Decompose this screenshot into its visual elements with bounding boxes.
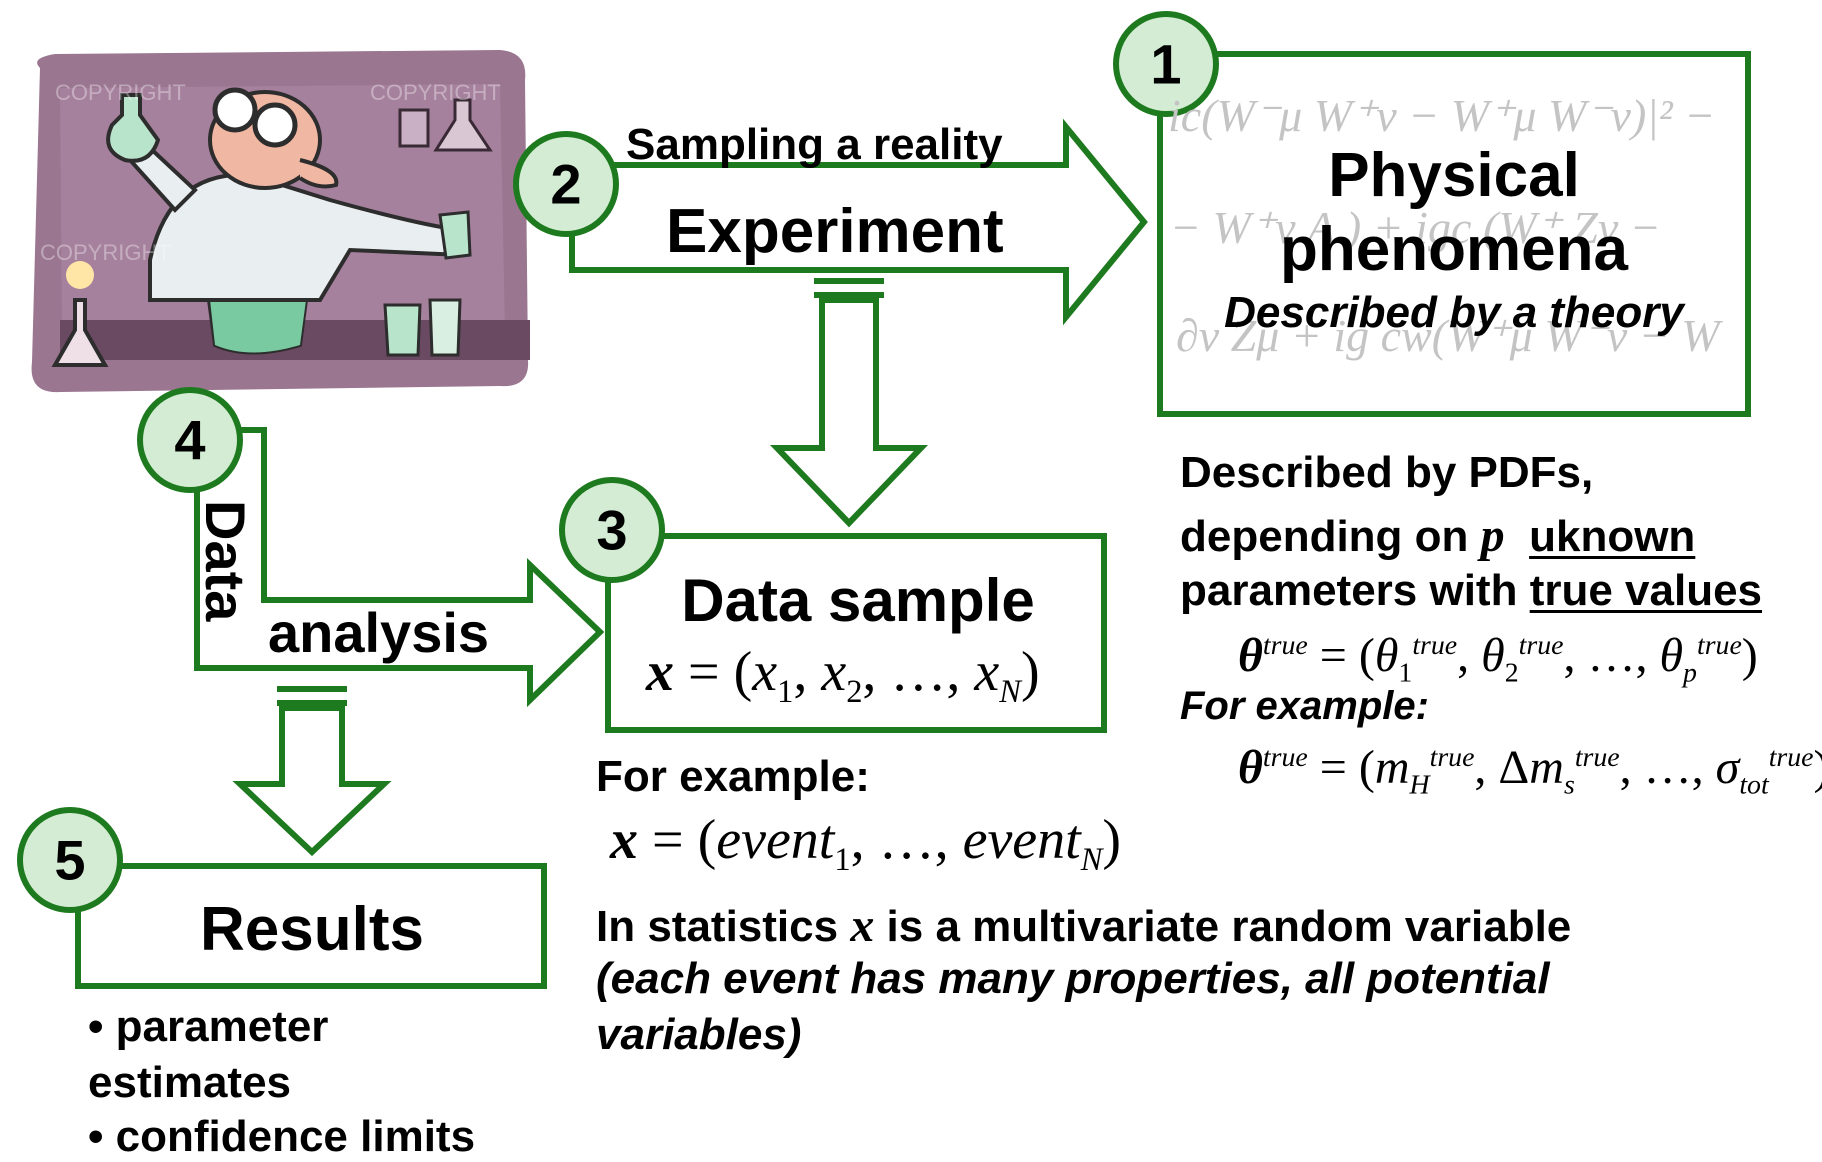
down-arrow-analysis (232, 705, 392, 857)
results-box (75, 863, 547, 989)
statistics-line-1-end: is a multivariate random variable (874, 902, 1572, 951)
down-arrow2-cap-bottom (277, 700, 347, 706)
statistics-line-1: In statistics x is a multivariate random… (596, 898, 1571, 953)
background-lagrangian-line-2: − W⁺ν A ) + igc (W⁺ Zν − (1170, 202, 1661, 253)
experiment-arrow (569, 118, 1148, 326)
phenomena-title-line-2: phenomena (1280, 215, 1628, 284)
step-5-number: 5 (54, 828, 86, 892)
theta-true-formula: θtrue = (θ1true, θ2true, …, θptrue) (1238, 629, 1758, 689)
analysis-label: analysis (268, 601, 490, 664)
watermark-text-2: COPYRIGHT (370, 80, 501, 105)
x-symbol: x (850, 899, 875, 952)
theta-example-formula: θtrue = (mHtrue, Δmstrue, …, σtottrue) (1238, 741, 1822, 801)
step-3-number: 3 (596, 498, 628, 562)
data-vertical-label: Data (194, 500, 257, 622)
watermark-text-1: COPYRIGHT (55, 80, 186, 105)
pdf-line-1: Described by PDFs, (1180, 448, 1594, 497)
step-4-circle (137, 387, 243, 493)
pdf-example-label: For example: (1180, 684, 1429, 728)
scientist-lab-illustration-icon: COPYRIGHT COPYRIGHT COPYRIGHT (31, 50, 530, 393)
phenomena-title-line-1: Physical (1328, 141, 1580, 210)
pdf-line-2: depending on p uknown (1180, 508, 1695, 563)
statistics-line-2: (each event has many properties, all pot… (596, 954, 1550, 1003)
watermark-text-3: COPYRIGHT (40, 240, 171, 265)
data-sample-box (605, 533, 1107, 733)
results-bullet-1-line-1: • parameter (88, 1002, 329, 1051)
down-arrow-cap-bottom (814, 292, 884, 298)
example-label: For example: (596, 752, 870, 801)
down-arrow-cap-top (814, 278, 884, 284)
phenomena-box (1157, 51, 1751, 417)
example-formula: x = (event1, …, eventN) (610, 809, 1122, 879)
step-2-number: 2 (550, 152, 582, 216)
down-arrow-experiment (769, 297, 929, 528)
pdf-line-3: parameters with true values (1180, 566, 1762, 616)
background-lagrangian-line-1: ic(W⁻μ W⁺ν − W⁺μ W⁻ν)|² − (1168, 90, 1716, 141)
step-2-circle (513, 131, 619, 237)
p-symbol: p (1480, 509, 1505, 562)
statistics-line-1-start: In statistics (596, 902, 851, 951)
step-1-circle (1113, 11, 1219, 117)
experiment-label: Experiment (666, 197, 1004, 266)
phenomena-subtitle: Described by a theory (1224, 288, 1684, 337)
step-1-number: 1 (1150, 32, 1182, 96)
data-sample-formula: x = (x1, x2, …, xN) (646, 641, 1040, 711)
results-bullet-1-line-2: estimates (88, 1058, 292, 1107)
true-values-underlined: true values (1529, 566, 1763, 615)
background-lagrangian-line-3: ∂ν Zμ + ig cw(W⁺μ W⁻ν − W (1176, 310, 1720, 361)
results-title: Results (200, 895, 424, 964)
statistics-line-3: variables) (596, 1010, 802, 1059)
sampling-reality-label: Sampling a reality (626, 120, 1003, 169)
results-bullet-2: • confidence limits (88, 1112, 476, 1161)
step-3-circle (559, 477, 665, 583)
analysis-arrow (194, 427, 605, 708)
pdf-line-3-text: parameters with (1180, 566, 1530, 615)
down-arrow2-cap-top (277, 686, 347, 692)
data-sample-title: Data sample (681, 567, 1035, 634)
step-4-number: 4 (174, 408, 206, 472)
pdf-line-2-text: depending on (1180, 512, 1481, 561)
step-5-circle (17, 807, 123, 913)
unknown-underlined: uknown (1529, 512, 1696, 561)
